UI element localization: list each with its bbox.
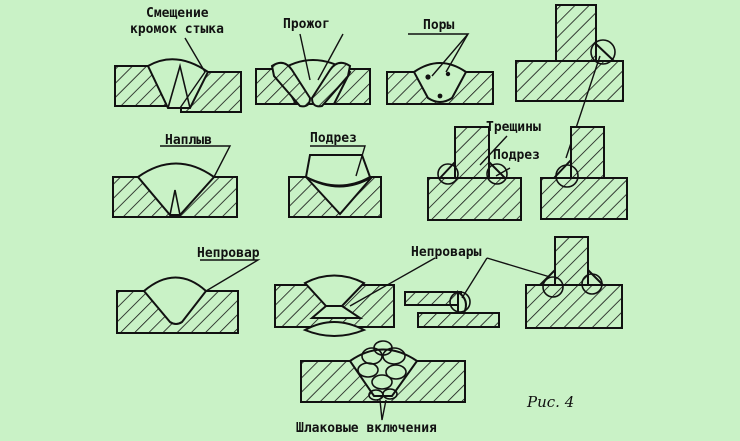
t-joint-undercut-sketch	[540, 126, 628, 220]
label-undercut-2: Подрез	[493, 148, 540, 163]
lack-of-fusion-sketch	[116, 259, 261, 334]
figure-caption: Рис. 4	[527, 393, 575, 411]
label-edge-offset-line2: кромок стыка	[130, 22, 224, 37]
label-undercut-1: Подрез	[310, 131, 357, 146]
lap-lack-of-fusion-sketch	[404, 257, 561, 328]
edge-offset-sketch	[114, 37, 242, 113]
label-pores: Поры	[423, 18, 455, 33]
t-joint-lack-of-fusion-sketch	[525, 236, 623, 329]
t-joint-crack-sketch	[427, 126, 522, 221]
overlap-sketch	[112, 145, 238, 218]
label-cracks: Трещины	[486, 120, 541, 135]
label-lack-of-fusions: Непровары	[411, 245, 482, 260]
label-burn-through: Прожог	[283, 17, 330, 32]
label-overlap: Наплыв	[165, 133, 212, 148]
label-edge-offset-line1: Смещение	[146, 6, 209, 21]
double-v-lack-of-fusion-sketch	[274, 257, 436, 337]
undercut-sketch	[288, 145, 382, 218]
burn-through-sketch	[255, 33, 371, 108]
pores-sketch	[386, 33, 494, 105]
label-lack-of-fusion: Непровар	[197, 246, 260, 261]
fillet-crack-sketch	[515, 4, 624, 159]
slag-inclusions-sketch	[300, 340, 466, 421]
label-slag-inclusions: Шлаковые включения	[296, 421, 437, 436]
